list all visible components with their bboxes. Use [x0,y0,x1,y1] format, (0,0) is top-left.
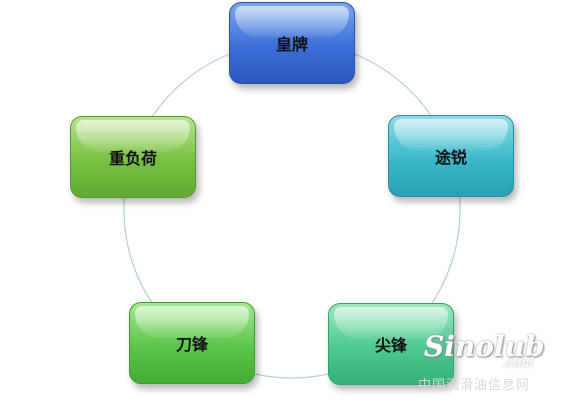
node-label-zhongfuhe: 重负荷 [108,149,157,168]
node-jianfeng: 尖锋 [328,303,454,385]
node-huangpai: 皇牌 [229,2,355,84]
node-label-turui: 途锐 [434,148,467,167]
node-label-huangpai: 皇牌 [275,35,308,54]
watermark-site-name: 中国润滑油信息网 [418,378,531,393]
site-watermark: Sinolub .com 中国润滑油信息网 [416,330,556,393]
node-zhongfuhe: 重负荷 [70,116,196,198]
node-label-jianfeng: 尖锋 [374,336,407,355]
node-daofeng: 刀锋 [129,302,255,384]
node-turui: 途锐 [388,115,514,197]
node-label-daofeng: 刀锋 [175,335,208,354]
watermark-logo: Sinolub [424,330,545,363]
watermark-domain: .com [502,356,534,371]
